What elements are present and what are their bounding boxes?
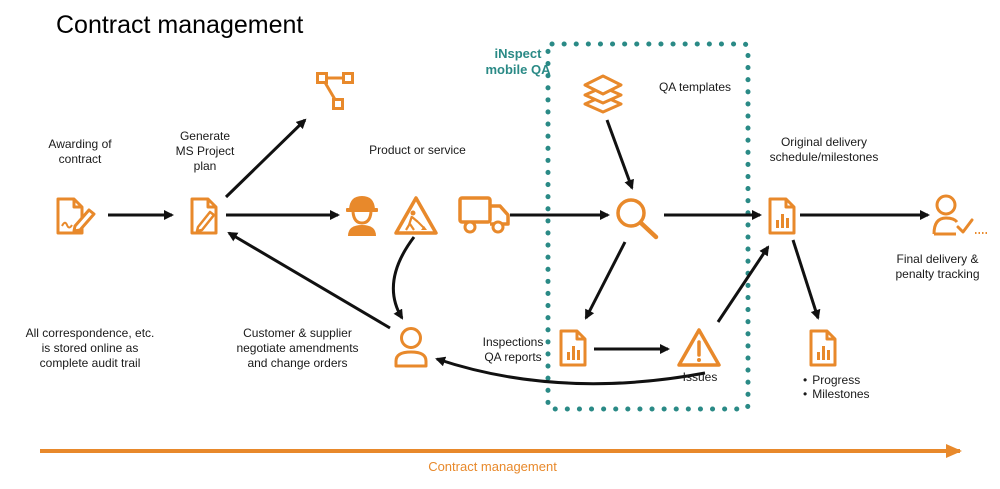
bullet-milestones: Milestones xyxy=(803,387,869,401)
templates-label: QA templates xyxy=(658,80,732,94)
schedule-report-icon xyxy=(770,199,794,233)
timeline-label: Contract management xyxy=(428,459,557,474)
negotiate-label: Customer & supplier negotiate amendments… xyxy=(236,326,359,370)
edit-document-icon xyxy=(190,197,218,235)
arrow-negotiate-to-plan xyxy=(227,231,391,330)
arrow-roadwork-to-negotiate xyxy=(391,236,416,320)
inspect-mobile-qa-box xyxy=(545,41,751,412)
arrow-search-to-reports xyxy=(584,241,627,320)
delivery-truck-icon xyxy=(458,196,510,234)
schedule-label: Original delivery schedule/milestones xyxy=(769,135,879,164)
audit-note: All correspondence, etc. is stored onlin… xyxy=(25,326,155,370)
arrow-templates-to-search xyxy=(605,119,634,190)
magnifier-icon xyxy=(616,198,659,240)
inspect-box-label: iNspect mobile QA xyxy=(485,46,551,77)
user-icon xyxy=(394,327,428,368)
signed-contract-icon xyxy=(56,197,96,235)
progress-bullets: Progress Milestones xyxy=(803,373,870,401)
arrow-schedule-to-progress xyxy=(791,239,821,320)
bullet-progress: Progress xyxy=(803,373,870,387)
issues-label: Issues xyxy=(682,370,718,384)
plan-label: Generate MS Project plan xyxy=(175,129,235,173)
road-work-sign-icon xyxy=(394,196,438,235)
product-label: Product or service xyxy=(369,143,466,157)
arrow-issues-to-negotiate xyxy=(435,356,706,386)
progress-report-icon xyxy=(811,331,835,365)
page-title: Contract management xyxy=(56,11,304,39)
layers-stack-icon xyxy=(583,74,623,114)
final-label: Final delivery & penalty tracking xyxy=(895,252,980,281)
arrow-issues-to-schedule xyxy=(716,245,770,323)
user-check-icon xyxy=(932,194,988,236)
qa-report-icon xyxy=(561,331,585,365)
node-network-icon xyxy=(316,72,354,110)
awarding-label: Awarding of contract xyxy=(48,137,112,166)
arrow-plan-to-network xyxy=(224,118,307,199)
flow-arrows xyxy=(108,118,930,386)
construction-worker-icon xyxy=(346,196,378,236)
reports-label: Inspections QA reports xyxy=(482,335,544,364)
warning-icon xyxy=(677,328,721,367)
